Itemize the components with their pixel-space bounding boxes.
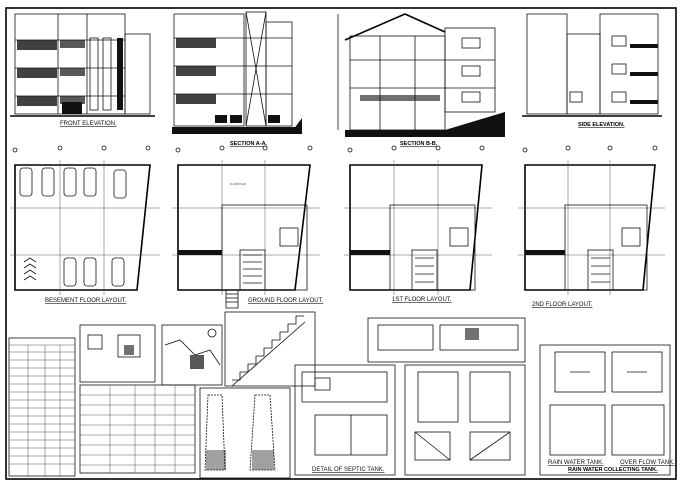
footing-detail <box>199 387 291 479</box>
rain-water-tank-label: RAIN WATER TANK. <box>548 460 604 466</box>
ground-plan-label: GROUND FLOOR LAYOUT. <box>248 298 324 304</box>
second-plan-label: 2ND FLOOR LAYOUT. <box>532 302 593 308</box>
septic-detail-label: DETAIL OF SEPTIC TANK. <box>312 467 385 473</box>
second-floor-plan: 2ND FLOOR LAYOUT. <box>518 160 665 308</box>
section-aa: SECTION A-A. <box>172 11 302 147</box>
rain-water-collecting-label: RAIN WATER COLLECTING TANK. <box>568 467 658 473</box>
area-table <box>79 384 196 474</box>
first-floor-plan: 1ST FLOOR LAYOUT. <box>344 160 492 303</box>
inspection-chamber-detail <box>404 364 526 476</box>
svg-text:FLOOR PLAN: FLOOR PLAN <box>230 183 246 186</box>
overflow-tank-label: OVER FLOW TANK. <box>620 460 675 466</box>
grid-markers <box>12 145 658 153</box>
sheet-border <box>5 7 677 480</box>
schedule-table <box>8 337 76 477</box>
side-elevation-label: SIDE ELEVATION. <box>578 122 625 128</box>
ground-floor-plan: FLOOR PLAN GROUND FLOOR LAYOUT. <box>172 160 324 309</box>
section-bb-label: SECTION B-B. <box>400 141 438 147</box>
front-elevation-label: FRONT ELEVATION. <box>60 121 117 127</box>
section-aa-label: SECTION A-A. <box>230 141 268 147</box>
staircase-detail <box>224 311 316 387</box>
septic-section <box>367 317 526 363</box>
basement-floor-plan: BESEMENT FLOOR LAYOUT. <box>10 160 160 304</box>
rain-water-tank-detail: RAIN WATER TANK. OVER FLOW TANK. RAIN WA… <box>539 344 675 476</box>
site-plan <box>161 324 223 386</box>
section-bb: SECTION B-B. <box>337 13 505 147</box>
septic-tank-detail: DETAIL OF SEPTIC TANK. <box>294 364 396 476</box>
first-plan-label: 1ST FLOOR LAYOUT. <box>392 297 452 303</box>
basement-plan-label: BESEMENT FLOOR LAYOUT. <box>45 298 127 304</box>
front-elevation: FRONT ELEVATION. <box>10 13 155 127</box>
side-elevation: SIDE ELEVATION. <box>522 13 662 128</box>
column-detail <box>79 324 156 383</box>
